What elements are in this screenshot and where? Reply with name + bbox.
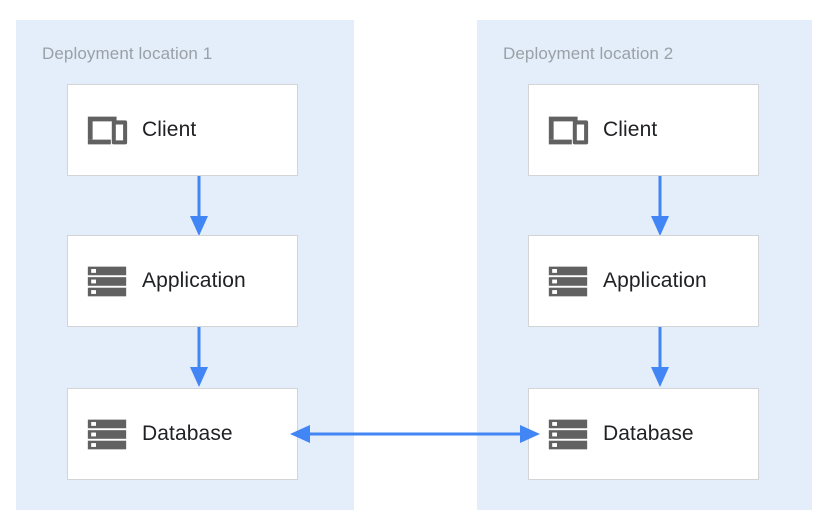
server-icon bbox=[87, 266, 127, 297]
node-application-2-label: Application bbox=[603, 269, 707, 292]
node-client-1-label: Client bbox=[142, 118, 197, 141]
server-icon bbox=[548, 266, 588, 297]
deployment-location-2-label: Deployment location 2 bbox=[503, 44, 674, 63]
node-application-1[interactable]: Application bbox=[67, 235, 298, 327]
arrow-down-icon bbox=[190, 176, 208, 236]
node-application-1-label: Application bbox=[142, 269, 246, 292]
devices-icon bbox=[548, 116, 589, 145]
node-client-2-label: Client bbox=[603, 118, 658, 141]
node-application-2[interactable]: Application bbox=[528, 235, 759, 327]
deployment-location-1-label: Deployment location 1 bbox=[42, 44, 213, 63]
node-client-2[interactable]: Client bbox=[528, 84, 759, 176]
node-client-1[interactable]: Client bbox=[67, 84, 298, 176]
node-database-2[interactable]: Database bbox=[528, 388, 759, 480]
node-database-1[interactable]: Database bbox=[67, 388, 298, 480]
arrow-down-icon bbox=[651, 176, 669, 236]
server-icon bbox=[548, 419, 588, 450]
deployment-location-2-panel: Deployment location 2 Client bbox=[477, 20, 812, 510]
devices-icon bbox=[87, 116, 128, 145]
deployment-location-1-panel: Deployment location 1 Client bbox=[16, 20, 354, 510]
node-database-1-label: Database bbox=[142, 422, 233, 445]
server-icon bbox=[87, 419, 127, 450]
node-database-2-label: Database bbox=[603, 422, 694, 445]
arrow-down-icon bbox=[651, 327, 669, 387]
arrow-down-icon bbox=[190, 327, 208, 387]
